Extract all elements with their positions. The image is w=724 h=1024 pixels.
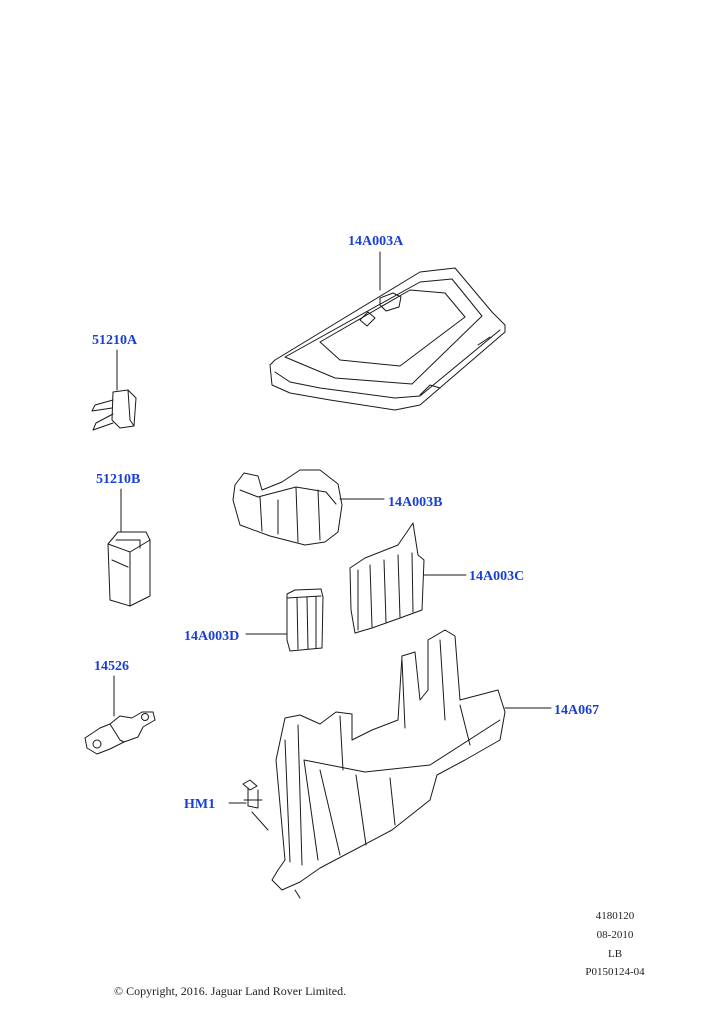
bolt-HM1 [242,779,263,809]
callout-51210B[interactable]: 51210B [96,472,141,487]
drawing-code: LB [607,948,623,960]
callout-14A003C[interactable]: 14A003C [469,569,525,584]
carrier-14A003D [286,588,324,652]
drawing-date: 08-2010 [596,929,634,941]
drawing-number: 4180120 [595,910,635,922]
callout-51210A[interactable]: 51210A [92,333,138,348]
callout-14A003A[interactable]: 14A003A [348,234,404,249]
drawing-reference: P0150124-04 [585,966,645,978]
fuse-51210B [107,531,151,607]
cover-14A003A [269,267,506,411]
callout-14526[interactable]: 14526 [94,659,129,674]
callout-14A067[interactable]: 14A067 [554,703,600,718]
block-14A003C [349,522,425,634]
holder-14A003B [232,469,343,546]
housing-14A067 [271,629,506,899]
fuse-14526 [84,711,156,755]
fuse-51210A [91,389,137,431]
callout-14A003D[interactable]: 14A003D [184,629,240,644]
leader-lines [113,251,552,831]
callout-14A003B[interactable]: 14A003B [388,495,443,510]
copyright-notice: © Copyright, 2016. Jaguar Land Rover Lim… [114,984,347,998]
callout-HM1[interactable]: HM1 [184,797,216,812]
